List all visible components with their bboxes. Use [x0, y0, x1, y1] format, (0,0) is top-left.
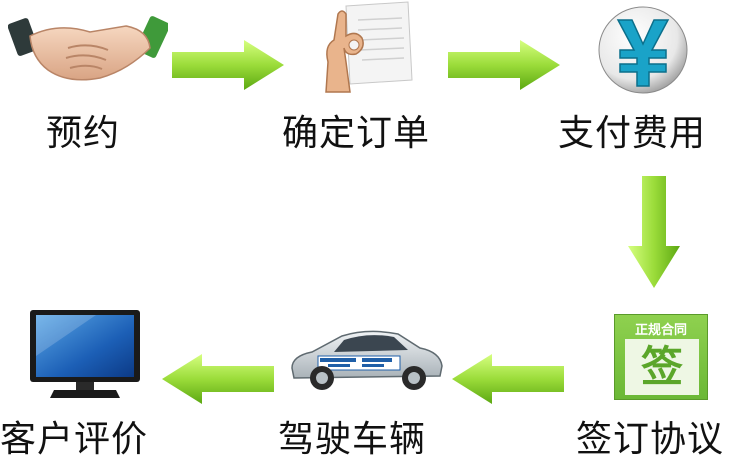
driving-school-car-icon	[291, 330, 443, 390]
contract-badge-char: 签	[640, 342, 683, 391]
step-label-sign-agreement: 签订协议	[576, 419, 725, 460]
arrow-left-icon	[452, 354, 564, 404]
contract-badge-title: 正规合同	[634, 323, 687, 338]
contract-sign-icon: 正规合同 签	[614, 314, 708, 400]
ok-hand-document-icon	[325, 1, 413, 93]
step-label-pay-fee: 支付费用	[558, 113, 707, 154]
arrow-right-icon	[172, 40, 284, 90]
handshake-icon	[8, 16, 168, 81]
arrow-right-icon	[448, 40, 560, 90]
arrow-down-icon	[628, 176, 680, 288]
step-label-appointment: 预约	[46, 113, 121, 154]
arrow-left-icon	[162, 354, 274, 404]
yen-coin-icon	[598, 6, 688, 94]
step-label-drive-vehicle: 驾驶车辆	[278, 419, 427, 460]
step-label-customer-review: 客户评价	[0, 419, 149, 460]
monitor-icon	[30, 310, 140, 398]
step-label-confirm-order: 确定订单	[282, 113, 431, 154]
